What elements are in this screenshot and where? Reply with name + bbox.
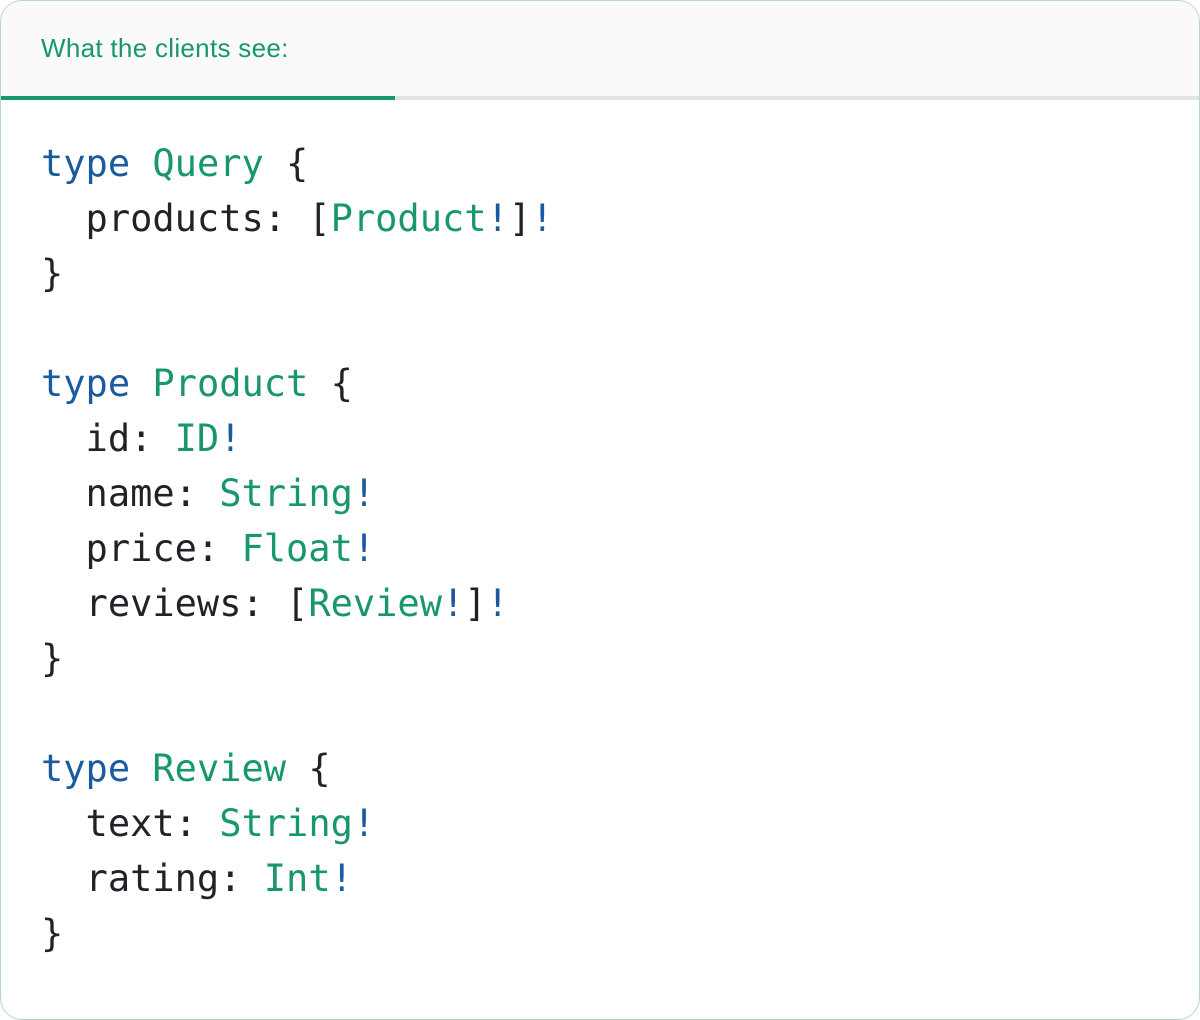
code-plain: price: [41, 527, 242, 570]
code-plain: } [41, 252, 64, 295]
code-plain: text: [41, 802, 220, 845]
code-type-name: Product [152, 362, 309, 405]
code-type-name: String [219, 802, 353, 845]
code-keyword: ! [352, 802, 376, 845]
code-keyword: ! [486, 197, 509, 240]
code-type-name: Query [152, 142, 264, 185]
code-type-name: Product [330, 197, 487, 240]
active-tab-indicator [1, 96, 395, 100]
code-line: id: ID! [41, 411, 1159, 466]
code-plain: { [263, 142, 309, 185]
code-keyword: ! [486, 582, 509, 625]
code-line [41, 301, 1159, 356]
code-line: type Review { [41, 741, 1159, 796]
code-plain: ] [464, 582, 487, 625]
code-line: rating: Int! [41, 851, 1159, 906]
tab-label: What the clients see: [41, 33, 289, 63]
code-line: type Query { [41, 136, 1159, 191]
code-plain [130, 142, 152, 185]
code-plain: } [41, 637, 64, 680]
code-plain: { [308, 362, 353, 405]
code-plain: rating: [41, 857, 264, 900]
code-plain: ] [508, 197, 532, 240]
code-keyword: ! [352, 527, 376, 570]
code-keyword: ! [352, 472, 376, 515]
code-plain: { [286, 747, 331, 790]
code-line: } [41, 906, 1159, 961]
code-keyword: ! [219, 417, 242, 460]
code-keyword: type [41, 362, 131, 405]
tab-bar: What the clients see: [1, 1, 1199, 100]
code-line: price: Float! [41, 521, 1159, 576]
code-plain: products: [ [41, 197, 331, 240]
code-line: } [41, 631, 1159, 686]
code-type-name: ID [174, 417, 220, 460]
code-plain: reviews: [ [41, 582, 309, 625]
code-line: } [41, 246, 1159, 301]
code-type-name: Float [241, 527, 353, 570]
code-plain [130, 362, 152, 405]
code-plain [130, 747, 152, 790]
code-line: text: String! [41, 796, 1159, 851]
code-type-name: String [219, 472, 353, 515]
code-line: reviews: [Review!]! [41, 576, 1159, 631]
tab-what-clients-see[interactable]: What the clients see: [1, 1, 289, 96]
code-keyword: type [41, 747, 131, 790]
code-line: products: [Product!]! [41, 191, 1159, 246]
code-keyword: ! [441, 582, 465, 625]
code-plain: } [41, 912, 64, 955]
code-line [41, 686, 1159, 741]
code-keyword: ! [531, 197, 554, 240]
code-plain: id: [41, 417, 175, 460]
graphql-code-block: type Query { products: [Product!]!}type … [1, 100, 1199, 1001]
code-line: type Product { [41, 356, 1159, 411]
code-keyword: type [41, 142, 131, 185]
code-type-name: Int [263, 857, 331, 900]
code-type-name: Review [308, 582, 442, 625]
code-keyword: ! [330, 857, 353, 900]
code-plain: name: [41, 472, 220, 515]
tab-bar-divider [1, 96, 1199, 100]
code-type-name: Review [152, 747, 287, 790]
code-line: name: String! [41, 466, 1159, 521]
